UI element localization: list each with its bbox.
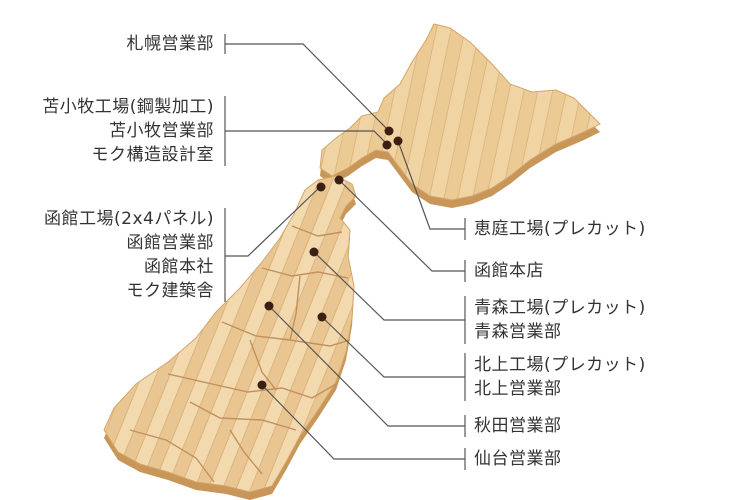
leader-line-eniwa — [397, 140, 465, 230]
leader-lines — [225, 43, 465, 460]
pin-hakodate-store — [334, 175, 344, 185]
pin-kitakami — [317, 312, 327, 322]
label-eniwa: 恵庭工場(プレカット) — [474, 219, 646, 239]
label-kitakami: 北上工場(プレカット) 北上営業部 — [474, 355, 646, 399]
leader-line-hakodate — [225, 186, 321, 257]
label-tomakomai: 苫小牧工場(鋼製加工) 苫小牧営業部 モク構造設計室 — [42, 97, 214, 165]
label-akita: 秋田営業部 — [474, 416, 562, 436]
leader-line-tomakomai — [225, 130, 388, 145]
leader-line-sendai — [261, 384, 465, 460]
leader-line-aomori — [313, 251, 465, 321]
label-brackets — [224, 34, 466, 470]
pin-sapporo — [384, 126, 394, 136]
label-sapporo: 札幌営業部 — [126, 34, 214, 54]
pin-akita — [264, 301, 274, 311]
pin-eniwa — [393, 136, 403, 146]
label-hakodate-store: 函館本店 — [474, 261, 544, 281]
pin-aomori — [309, 247, 319, 257]
leader-line-kitakami — [321, 316, 465, 378]
label-hakodate: 函館工場(2x4パネル) 函館営業部 函館本社 モク建築舎 — [44, 209, 214, 301]
label-aomori: 青森工場(プレカット) 青森営業部 — [474, 298, 646, 342]
leader-line-hakodate-store — [338, 179, 465, 272]
leader-line-sapporo — [225, 43, 390, 132]
pin-hakodate — [316, 182, 326, 192]
leader-line-akita — [268, 305, 465, 427]
label-sendai: 仙台営業部 — [474, 449, 562, 469]
location-pins — [257, 126, 403, 390]
hokkaido-island — [319, 23, 601, 208]
pin-sendai — [257, 380, 267, 390]
honshu-island — [103, 175, 357, 500]
pin-tomakomai — [382, 140, 392, 150]
